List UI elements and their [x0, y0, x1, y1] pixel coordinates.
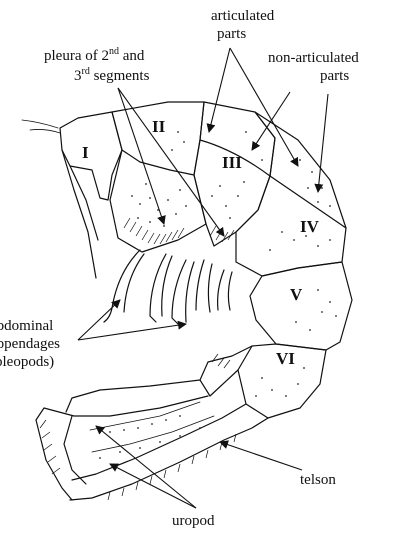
label-non-articulated: non-articulated: [268, 50, 359, 66]
callout-labels: articulated parts pleura of 2nd and 3rd …: [0, 8, 359, 529]
label-segments: 3rd segments: [74, 66, 150, 84]
label-non-articulated-parts: parts: [320, 68, 349, 84]
label-appendages: appendages: [0, 336, 60, 352]
segment-label-4: IV: [300, 217, 320, 236]
label-articulated: articulated: [211, 8, 275, 24]
label-articulated-parts: parts: [217, 26, 246, 42]
segment-label-5: V: [290, 285, 303, 304]
abdomen-outline: [22, 102, 352, 500]
segment-label-1: I: [82, 143, 89, 162]
label-abdominal: abdominal: [0, 318, 53, 334]
label-uropod: uropod: [172, 513, 215, 529]
segment-label-3: III: [222, 153, 242, 172]
label-pleopods: (pleopods): [0, 354, 54, 370]
pleopods: [104, 250, 232, 324]
label-telson: telson: [300, 472, 336, 488]
label-pleura: pleura of 2nd and: [44, 46, 145, 64]
segment-labels: I II III IV V VI: [82, 117, 320, 368]
segment-label-2: II: [152, 117, 166, 136]
segment-label-6: VI: [276, 349, 295, 368]
